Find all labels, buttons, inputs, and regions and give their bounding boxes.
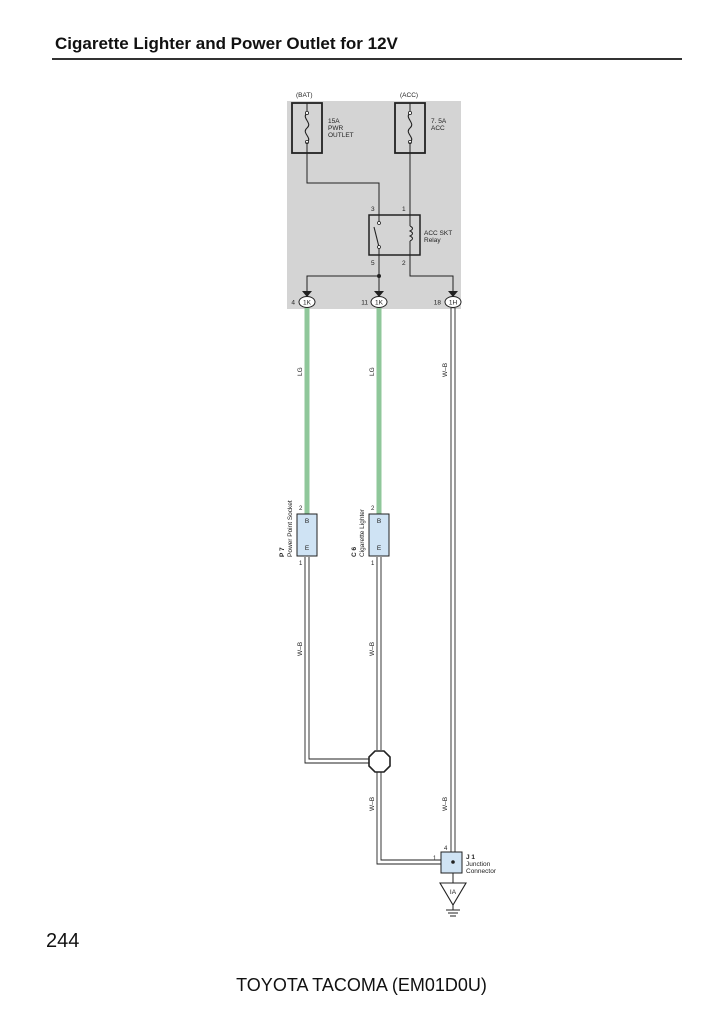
fuse-2-line-2: ACC [431,125,445,132]
wb-wires [304,308,456,865]
wb-label-c6: W–B [369,642,376,656]
c6-label-b: B [377,518,381,525]
fuse-15a-pwr-outlet [291,102,323,154]
junction-block-internal-wiring [306,153,454,293]
connector-18-pin: 18 [434,300,442,307]
relay-pin-5: 5 [371,260,375,267]
cigarette-lighter-connector [368,513,390,557]
wb-label-p7: W–B [297,642,304,656]
p7-name: Power Point Socket [287,500,294,557]
connector-11-1k [370,296,388,308]
c6-pin-bottom: 1 [371,561,375,567]
splice-junction [368,750,391,773]
wb-label-right-top: W–B [442,363,449,377]
p7-label-e: E [305,545,310,552]
fuse-1-line-1: 15A [328,118,340,125]
wb-label-splice: W–B [369,797,376,811]
fuse-2-line-1: 7. 5A [431,118,447,125]
lg-label-2: LG [369,367,376,376]
p7-label-b: B [305,518,309,525]
connector-arrows [302,291,458,297]
connector-4-1k [298,296,316,308]
title-rule [52,58,682,60]
connector-11-pin: 11 [361,300,368,307]
connector-18-1h [444,296,462,308]
splice-dot [377,274,381,278]
c6-code: C 6 [351,547,358,558]
lg-label-1: LG [297,367,304,376]
fuse-1-line-2: PWR [328,125,343,132]
relay-pin-3: 3 [371,206,375,213]
fuse-1-line-3: OUTLET [328,132,354,139]
connector-4-code: 1K [303,300,312,307]
power-point-socket-connector [296,513,318,557]
j1-pin-left: 1 [433,856,437,862]
j1-code: J 1 [466,854,475,861]
relay-pin-2: 2 [402,260,406,267]
connector-18-code: 1H [449,300,458,307]
j1-line-1: Junction [466,861,491,868]
j1-dot [451,860,455,864]
ground-symbol [439,873,467,917]
lg-wire-2 [376,308,382,514]
lg-wire-1 [304,308,310,514]
relay-label-1: ACC SKT [424,230,452,237]
connector-4-pin: 4 [291,300,295,307]
p7-code: P 7 [279,547,286,557]
relay-label-2: Relay [424,237,441,244]
ground-code: IA [450,889,457,896]
connector-11-code: 1K [375,300,384,307]
page-number: 244 [46,930,80,952]
p7-pin-top: 2 [299,506,303,512]
fuse-7-5a-acc [394,102,426,154]
j1-pin-top: 4 [444,846,448,852]
j1-line-2: Connector [466,868,497,875]
p7-pin-bottom: 1 [299,561,303,567]
c6-pin-top: 2 [371,506,375,512]
c6-name: Cigarette Lighter [359,508,366,557]
page-title: Cigarette Lighter and Power Outlet for 1… [55,34,398,53]
c6-label-e: E [377,545,382,552]
page-footer: TOYOTA TACOMA (EM01D0U) [236,975,487,995]
wb-label-right-bottom: W–B [442,797,449,811]
acc-skt-relay [368,214,421,256]
fuse-bat-source: (BAT) [296,92,313,99]
relay-pin-1: 1 [402,206,406,213]
fuse-acc-source: (ACC) [400,92,418,99]
